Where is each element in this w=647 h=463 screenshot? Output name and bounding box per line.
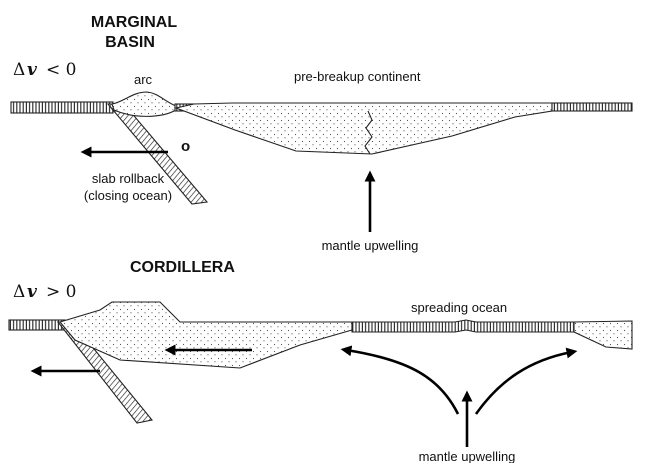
velocity-relation: > 0 [46, 282, 76, 302]
upwelling-flow-arrow-right [476, 352, 572, 414]
pre-breakup-continent [176, 103, 552, 154]
title-basin: BASIN [105, 34, 155, 51]
delta-v-positive: Δ v > 0 [13, 282, 76, 302]
continent-right-bottom [574, 321, 632, 349]
label-arc: arc [134, 72, 153, 87]
panel-marginal-basin: MARGINAL BASIN Δ v < 0 arc o pre-breakup… [11, 14, 632, 253]
spreading-ocean [352, 320, 574, 332]
label-closing-ocean: (closing ocean) [84, 188, 172, 203]
upwelling-flow-arrow-left [346, 350, 458, 414]
label-circle: o [181, 138, 190, 155]
label-mantle-upwelling-top: mantle upwelling [322, 238, 419, 253]
velocity-symbol: v [27, 282, 38, 302]
label-spreading-ocean: spreading ocean [411, 300, 507, 315]
panel-cordillera: CORDILLERA Δ v > 0 spreading ocean mantl… [9, 259, 632, 463]
label-mantle-upwelling-bottom: mantle upwelling [419, 449, 516, 463]
title-cordillera: CORDILLERA [130, 259, 235, 276]
delta-v-negative: Δ v < 0 [13, 60, 76, 80]
cordillera-continent [60, 302, 352, 368]
velocity-symbol: v [27, 60, 38, 80]
label-slab-rollback: slab rollback [92, 171, 165, 186]
label-pre-breakup-continent: pre-breakup continent [294, 69, 421, 84]
oceanic-plate-right [552, 103, 632, 111]
volcanic-arc [112, 92, 176, 116]
delta-symbol: Δ [13, 282, 25, 302]
velocity-relation: < 0 [46, 60, 76, 80]
oceanic-plate-left-bottom [9, 320, 65, 330]
delta-symbol: Δ [13, 60, 25, 80]
title-marginal: MARGINAL [91, 14, 177, 31]
oceanic-plate-left [11, 102, 113, 113]
